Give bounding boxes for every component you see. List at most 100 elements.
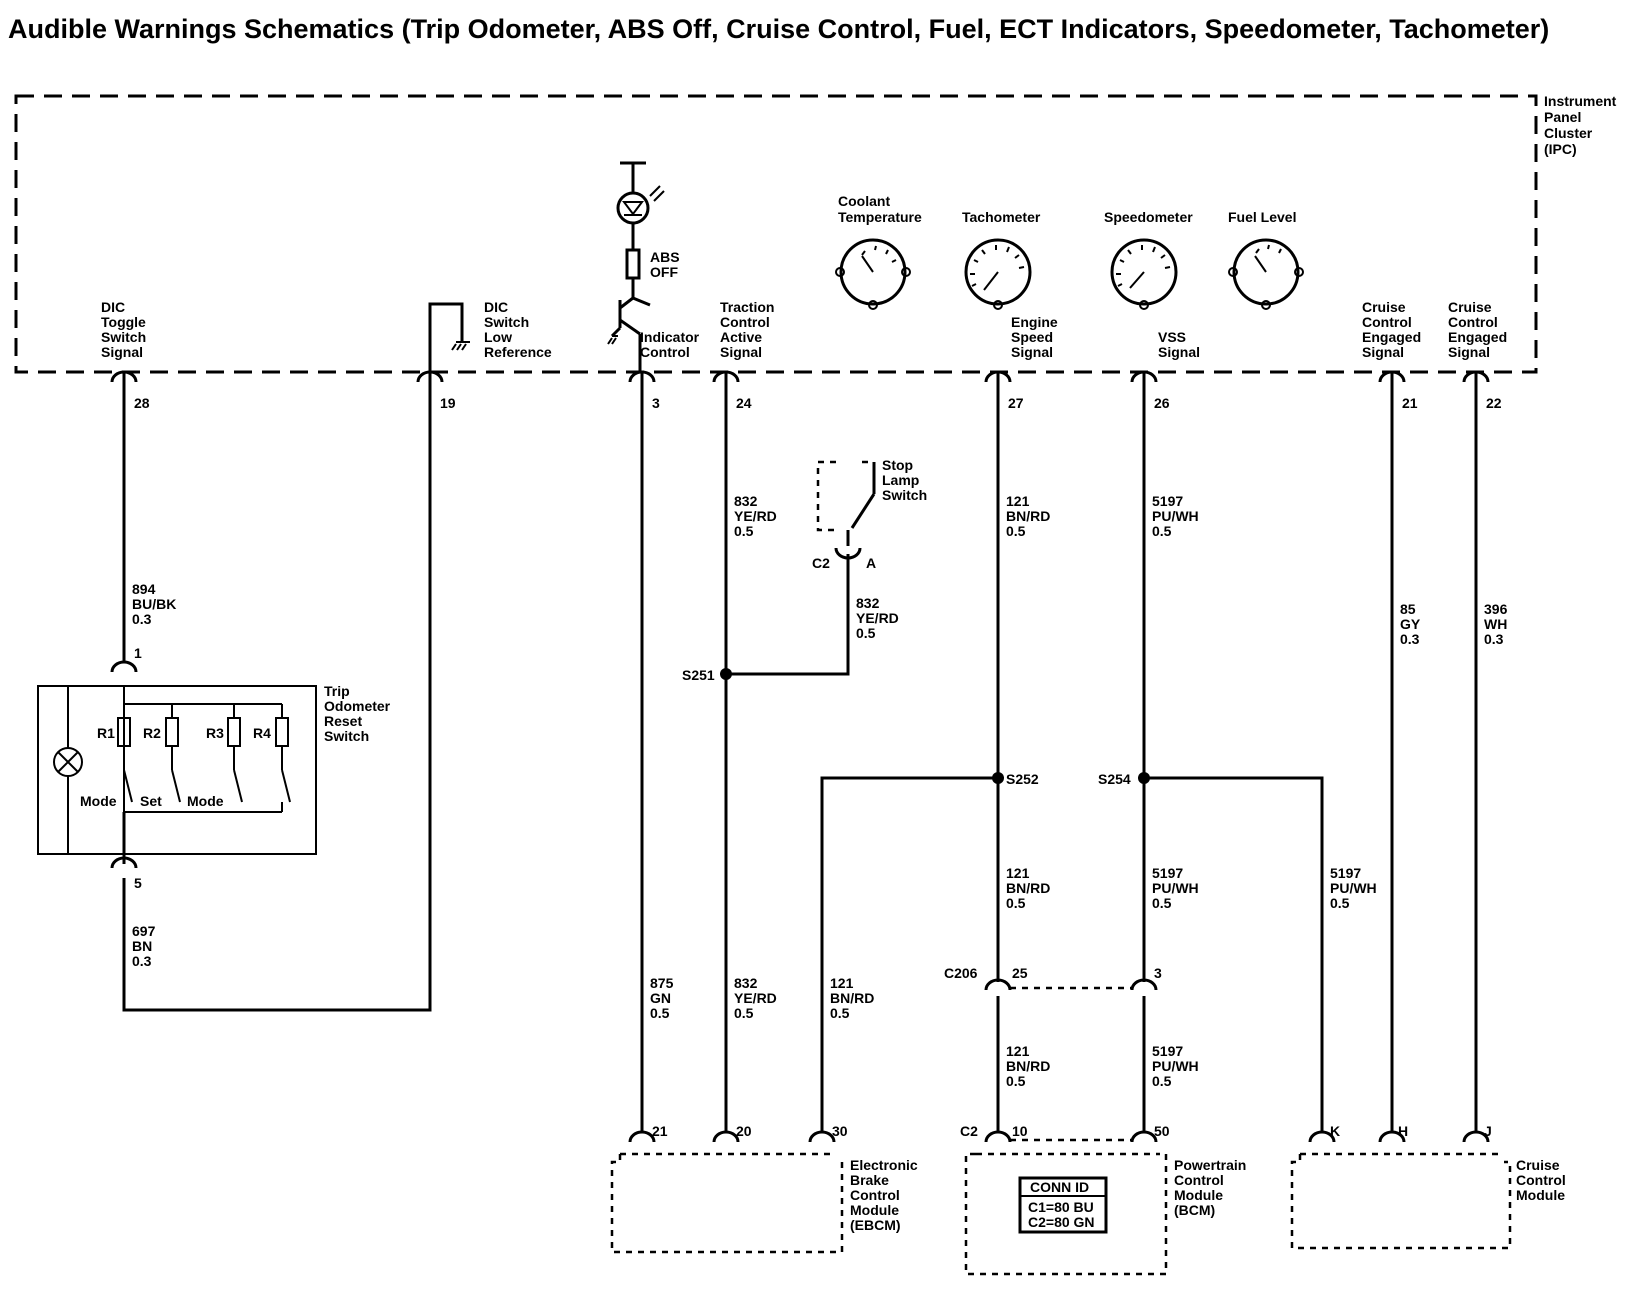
ipc-label: Instrument Panel Cluster (IPC) <box>1544 93 1617 157</box>
svg-text:Speedometer: Speedometer <box>1104 209 1193 225</box>
signal-label-vss: VSS Signal <box>1158 329 1200 360</box>
svg-text:0.5: 0.5 <box>1152 523 1172 539</box>
svg-text:5197: 5197 <box>1152 493 1183 509</box>
svg-text:Control: Control <box>640 344 690 360</box>
svg-text:121: 121 <box>1006 1043 1030 1059</box>
svg-text:C2: C2 <box>960 1123 978 1139</box>
svg-text:5: 5 <box>134 875 142 891</box>
svg-text:875: 875 <box>650 975 674 991</box>
svg-text:20: 20 <box>736 1123 752 1139</box>
svg-text:0.3: 0.3 <box>1400 631 1420 647</box>
svg-text:Reset: Reset <box>324 713 362 729</box>
svg-text:Control: Control <box>1362 314 1412 330</box>
svg-text:Toggle: Toggle <box>101 314 146 330</box>
svg-text:Odometer: Odometer <box>324 698 391 714</box>
svg-text:BU/BK: BU/BK <box>132 596 176 612</box>
svg-text:Lamp: Lamp <box>882 472 919 488</box>
svg-text:Electronic: Electronic <box>850 1157 918 1173</box>
svg-text:5197: 5197 <box>1152 1043 1183 1059</box>
svg-text:121: 121 <box>1006 493 1030 509</box>
svg-text:S254: S254 <box>1098 771 1131 787</box>
svg-text:Mode: Mode <box>80 793 117 809</box>
svg-text:R2: R2 <box>143 725 161 741</box>
svg-text:PU/WH: PU/WH <box>1152 508 1199 524</box>
trip-odometer-reset-switch: 1 Trip Odometer Reset Switch R1 R2 R3 R4 <box>37 645 391 891</box>
svg-text:Coolant: Coolant <box>838 193 890 209</box>
svg-text:PU/WH: PU/WH <box>1330 880 1377 896</box>
svg-text:697: 697 <box>132 923 156 939</box>
svg-text:YE/RD: YE/RD <box>734 990 777 1006</box>
svg-text:21: 21 <box>1402 395 1418 411</box>
abs-off-indicator-lamp: ABS OFF <box>607 161 680 372</box>
tachometer-gauge: Tachometer <box>962 209 1041 310</box>
svg-text:Cluster: Cluster <box>1544 125 1593 141</box>
svg-text:C2: C2 <box>812 555 830 571</box>
svg-text:Signal: Signal <box>1158 344 1200 360</box>
ebcm-module: 21 20 30 Electronic Brake Control Module… <box>610 1123 918 1254</box>
svg-text:Tachometer: Tachometer <box>962 209 1041 225</box>
svg-text:Signal: Signal <box>1011 344 1053 360</box>
svg-text:Stop: Stop <box>882 457 913 473</box>
ipc-connector-pins: 28 19 3 24 27 26 21 22 <box>110 370 1502 411</box>
svg-text:BN/RD: BN/RD <box>1006 1058 1050 1074</box>
svg-text:GY: GY <box>1400 616 1421 632</box>
svg-text:YE/RD: YE/RD <box>856 610 899 626</box>
svg-text:R4: R4 <box>253 725 271 741</box>
svg-text:0.5: 0.5 <box>1006 1073 1026 1089</box>
svg-text:BN/RD: BN/RD <box>830 990 874 1006</box>
svg-text:BN/RD: BN/RD <box>1006 508 1050 524</box>
svg-text:1: 1 <box>134 645 142 661</box>
svg-text:25: 25 <box>1012 965 1028 981</box>
svg-text:Panel: Panel <box>1544 109 1581 125</box>
svg-text:Control: Control <box>850 1187 900 1203</box>
wire-label-832-upper: 832 YE/RD 0.5 <box>734 493 777 539</box>
svg-text:YE/RD: YE/RD <box>734 508 777 524</box>
coolant-temperature-gauge: Coolant Temperature <box>835 193 922 310</box>
svg-text:CONN ID: CONN ID <box>1030 1179 1089 1195</box>
svg-text:50: 50 <box>1154 1123 1170 1139</box>
svg-text:24: 24 <box>736 395 752 411</box>
svg-text:21: 21 <box>652 1123 668 1139</box>
svg-text:85: 85 <box>1400 601 1416 617</box>
svg-text:0.3: 0.3 <box>132 953 152 969</box>
svg-text:Set: Set <box>140 793 162 809</box>
svg-text:H: H <box>1398 1123 1408 1139</box>
wire-label-121-lower: 121 BN/RD 0.5 <box>1006 1043 1050 1089</box>
svg-text:OFF: OFF <box>650 264 678 280</box>
svg-text:5197: 5197 <box>1330 865 1361 881</box>
svg-text:Trip: Trip <box>324 683 350 699</box>
svg-text:Module: Module <box>1516 1187 1565 1203</box>
svg-text:0.5: 0.5 <box>734 523 754 539</box>
svg-text:Speed: Speed <box>1011 329 1053 345</box>
svg-text:Switch: Switch <box>101 329 146 345</box>
signal-label-traction-control: Traction Control Active Signal <box>720 299 774 360</box>
cruise-control-module: K H J Cruise Control Module <box>1290 1123 1566 1250</box>
svg-text:Active: Active <box>720 329 762 345</box>
signal-label-dic-toggle: DIC Toggle Switch Signal <box>101 299 146 360</box>
wire-label-5197-middle: 5197 PU/WH 0.5 <box>1152 865 1199 911</box>
svg-text:894: 894 <box>132 581 156 597</box>
svg-text:Engaged: Engaged <box>1362 329 1421 345</box>
fuel-level-gauge: Fuel Level <box>1228 209 1304 310</box>
svg-text:22: 22 <box>1486 395 1502 411</box>
signal-label-cruise-engaged-22: Cruise Control Engaged Signal <box>1448 299 1507 360</box>
svg-text:R1: R1 <box>97 725 115 741</box>
signal-label-dic-low-reference: DIC Switch Low Reference <box>484 299 552 360</box>
wire-label-697: 697 BN 0.3 <box>132 923 156 969</box>
svg-text:Traction: Traction <box>720 299 774 315</box>
svg-text:Module: Module <box>850 1202 899 1218</box>
svg-text:VSS: VSS <box>1158 329 1186 345</box>
svg-text:832: 832 <box>856 595 880 611</box>
svg-text:0.5: 0.5 <box>1006 895 1026 911</box>
svg-text:3: 3 <box>652 395 660 411</box>
svg-text:S251: S251 <box>682 667 715 683</box>
splice-s252: S252 <box>992 771 1039 787</box>
svg-text:121: 121 <box>830 975 854 991</box>
diagram-title: Audible Warnings Schematics (Trip Odomet… <box>8 14 1549 44</box>
ground-symbol <box>428 302 470 372</box>
svg-text:26: 26 <box>1154 395 1170 411</box>
svg-text:0.5: 0.5 <box>650 1005 670 1021</box>
wire-label-396: 396 WH 0.3 <box>1484 601 1508 647</box>
wire-label-832-stop-lamp: 832 YE/RD 0.5 <box>856 595 899 641</box>
svg-text:832: 832 <box>734 493 758 509</box>
